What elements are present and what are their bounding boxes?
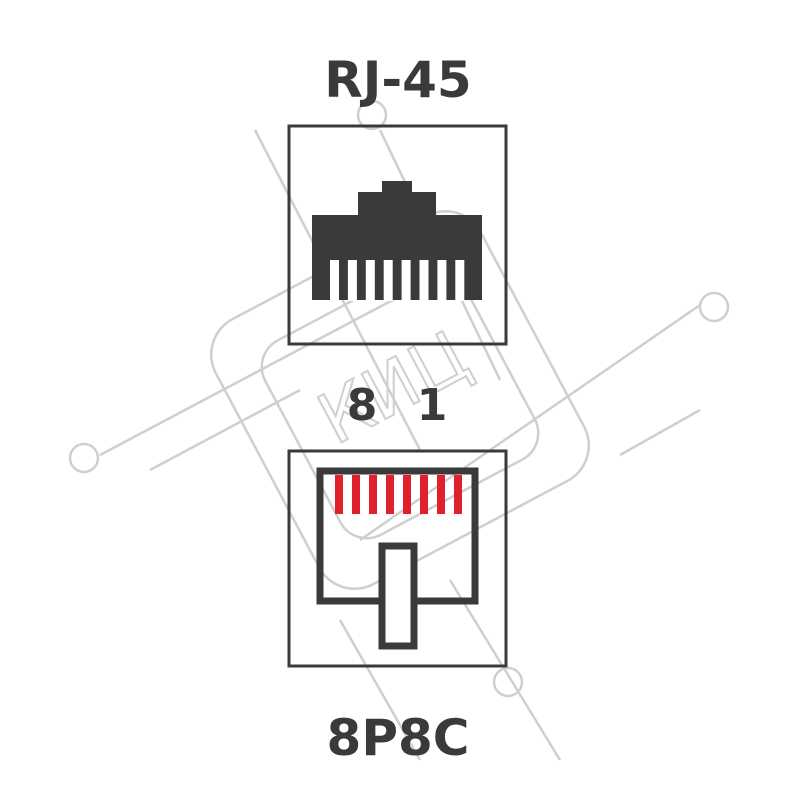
watermark-text: КИЦ bbox=[305, 315, 482, 461]
8p8c-plug-icon bbox=[316, 467, 479, 650]
contact-pin bbox=[352, 475, 360, 514]
contact-pin bbox=[369, 475, 377, 514]
rj45-socket-icon bbox=[312, 181, 482, 301]
plug-frame bbox=[287, 449, 508, 668]
bottom-label: 8P8C bbox=[327, 709, 470, 767]
socket-slot bbox=[401, 260, 411, 301]
socket-slot bbox=[455, 260, 465, 301]
socket-frame bbox=[287, 124, 508, 346]
contact-pin bbox=[420, 475, 428, 514]
contact-pin bbox=[454, 475, 462, 514]
contact-pin bbox=[386, 475, 394, 514]
socket-slot bbox=[383, 260, 393, 301]
pin-label-1: 1 bbox=[417, 380, 448, 431]
contact-pin bbox=[437, 475, 445, 514]
pin-label-8: 8 bbox=[347, 380, 378, 431]
contact-pin bbox=[335, 475, 343, 514]
contact-pin bbox=[403, 475, 411, 514]
latch bbox=[378, 542, 418, 650]
title-label: RJ-45 bbox=[324, 51, 471, 109]
contact-pins bbox=[335, 475, 462, 514]
socket-slot bbox=[419, 260, 429, 301]
socket-slot bbox=[347, 260, 357, 301]
socket-slot bbox=[437, 260, 447, 301]
socket-slot bbox=[365, 260, 375, 301]
socket-slot bbox=[330, 260, 339, 301]
